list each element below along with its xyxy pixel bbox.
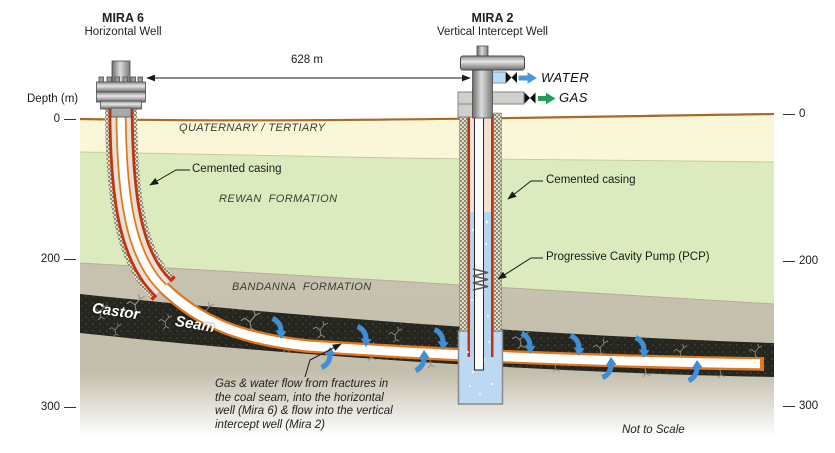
cemented-casing-right-label: Cemented casing xyxy=(546,174,636,186)
valve-icon xyxy=(524,92,536,104)
tick-mark xyxy=(783,113,795,115)
mira2-vertical-well xyxy=(457,69,504,405)
rewan-label: REWAN FORMATION xyxy=(219,193,338,205)
mira2-wellhead xyxy=(457,45,556,119)
gas-arrow-icon xyxy=(538,92,556,105)
tick-value: 0 xyxy=(53,113,60,125)
cement-annulus xyxy=(459,112,468,332)
tick-value: 300 xyxy=(799,400,819,412)
tick-mark xyxy=(64,258,76,260)
pcp-label: Progressive Cavity Pump (PCP) xyxy=(546,251,710,263)
flow-note: Gas & water flow from fractures in the c… xyxy=(215,378,440,432)
depth-axis-title: Depth (m) xyxy=(27,93,79,105)
not-to-scale-label: Not to Scale xyxy=(622,424,685,436)
leader-cemented-casing-left xyxy=(149,169,190,186)
tick-mark xyxy=(64,406,76,408)
mira2-type: Vertical Intercept Well xyxy=(436,26,548,38)
flow-note-line: well (Mira 6) & flow into the vertical xyxy=(215,405,393,418)
cemented-casing-left-label: Cemented casing xyxy=(192,163,282,175)
tick-mark xyxy=(64,118,76,120)
quaternary-layer xyxy=(80,114,774,162)
water-pipe xyxy=(492,71,506,84)
rewan-layer xyxy=(80,152,774,304)
horizontal-bore xyxy=(158,282,764,371)
pcp-pump xyxy=(472,268,489,291)
mira6-name: MIRA 6 xyxy=(102,11,144,25)
mira6-title-block: MIRA 6 Horizontal Well xyxy=(58,11,188,38)
valve-icon xyxy=(506,72,517,83)
tick-value: 0 xyxy=(799,108,806,120)
mira6-wellhead xyxy=(96,60,146,118)
depth-tick-left-200: 200 xyxy=(38,252,80,266)
depth-tick-left-300: 300 xyxy=(38,400,80,414)
layer-boundary-line xyxy=(79,262,775,305)
tick-value: 300 xyxy=(40,401,60,413)
flow-note-line: intercept well (Mira 2) xyxy=(215,418,325,431)
tick-mark xyxy=(783,405,795,407)
depth-tick-right-300: 300 xyxy=(779,399,829,413)
distance-label: 628 m xyxy=(291,54,323,66)
drive-head xyxy=(460,55,525,71)
mira2-title-block: MIRA 2 Vertical Intercept Well xyxy=(425,11,560,38)
leader-flow-note xyxy=(304,343,342,378)
layer-boundary-line xyxy=(79,151,775,163)
flow-note-line: Gas & water flow from fractures in xyxy=(215,378,389,390)
bandanna-label: BANDANNA FORMATION xyxy=(232,281,372,293)
depth-tick-right-0: 0 xyxy=(779,107,829,121)
tick-mark xyxy=(783,260,795,262)
depth-tick-left-0: 0 xyxy=(38,112,80,126)
leader-cemented-casing-right xyxy=(507,180,543,200)
depth-tick-right-200: 200 xyxy=(779,254,829,268)
water-label: WATER xyxy=(541,70,590,85)
mira6-cased-wellbore xyxy=(105,103,176,301)
leader-pcp xyxy=(497,257,543,280)
water-arrow-icon xyxy=(518,72,537,84)
ground-surface-line xyxy=(79,112,775,122)
gas-label: GAS xyxy=(559,90,588,105)
flow-note-line: the coal seam, into the horizontal xyxy=(215,391,384,404)
mira2-name: MIRA 2 xyxy=(471,11,514,25)
tick-value: 200 xyxy=(799,255,819,267)
mira6-type: Horizontal Well xyxy=(84,26,162,38)
quaternary-label: QUATERNARY / TERTIARY xyxy=(179,122,326,134)
annotation-lines xyxy=(146,74,543,378)
tick-value: 200 xyxy=(40,253,60,265)
